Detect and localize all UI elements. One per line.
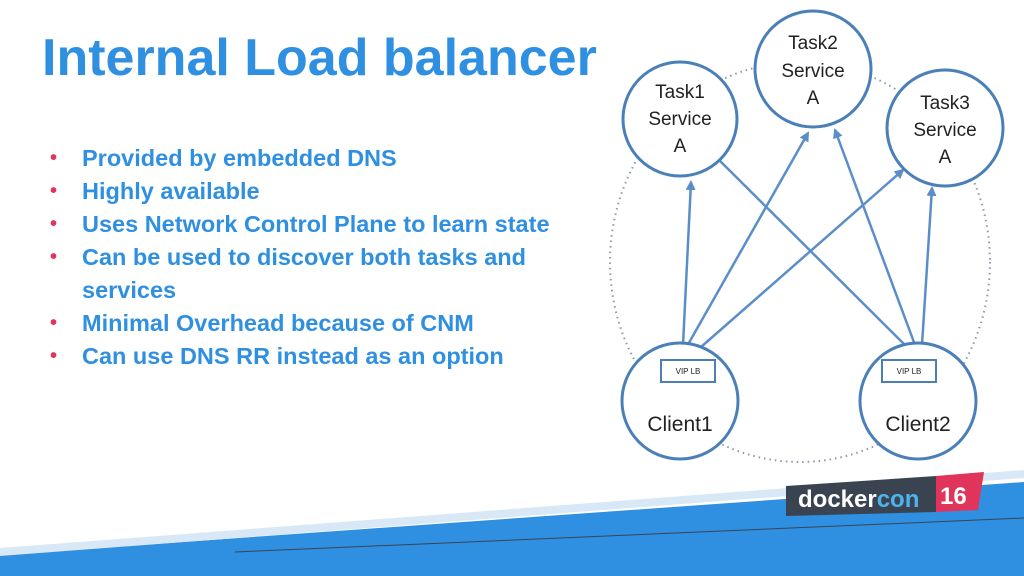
bullet-item: Minimal Overhead because of CNM [46, 307, 606, 340]
arrow-client1-task2 [684, 131, 810, 349]
task-node: Task3 Service A [885, 68, 1005, 188]
bullet-item: Can use DNS RR instead as an option [46, 340, 606, 373]
bullet-list: Provided by embedded DNS Highly availabl… [46, 142, 606, 373]
task-label-line: A [939, 147, 952, 168]
arrow-client2-task2 [833, 128, 917, 346]
client-label: Client1 [647, 413, 712, 436]
bullet-item: Can be used to discover both tasks and s… [46, 241, 606, 307]
task-circle [621, 60, 739, 178]
footer-line [234, 517, 1024, 553]
logo-number: 16 [940, 483, 967, 510]
footer-band [0, 482, 1024, 576]
task-label-line: A [807, 88, 820, 109]
bullet-item: Highly available [46, 175, 606, 208]
task-label-line: A [674, 136, 687, 157]
vip-lb-box [660, 359, 716, 383]
client-node: VIP LB Client1 [620, 341, 740, 461]
arrow-client1-task3 [692, 168, 905, 355]
arrow-client2-task3 [920, 186, 937, 346]
vip-lb-label: VIP LB [676, 367, 701, 376]
bullet-item: Uses Network Control Plane to learn stat… [46, 208, 606, 241]
logo-docker-text: dockercon [798, 486, 919, 513]
slide-title: Internal Load balancer [42, 29, 597, 87]
footer-highlight [0, 470, 1024, 556]
logo-dark-panel [786, 476, 936, 516]
task-node: Task2 Service A [753, 9, 873, 129]
task-label-line: Task3 [920, 93, 970, 114]
task-label-line: Service [913, 120, 976, 141]
vip-lb-box [881, 359, 937, 383]
task-circle [885, 68, 1005, 188]
client-node: VIP LB Client2 [858, 341, 978, 461]
task-label-line: Task1 [655, 82, 705, 103]
task-label-line: Task2 [788, 33, 838, 54]
arrow-client1-task1 [681, 180, 696, 346]
dockercon-logo: dockercon 16 [786, 472, 984, 516]
client-label: Client2 [885, 413, 950, 436]
logo-red-panel [936, 472, 984, 512]
vip-lb-label: VIP LB [897, 367, 922, 376]
arrow-client2-task1 [705, 146, 911, 351]
bullet-item: Provided by embedded DNS [46, 142, 606, 175]
task-label-line: Service [781, 61, 844, 82]
task-label-line: Service [648, 109, 711, 130]
task-node: Task1 Service A [621, 60, 739, 178]
task-circle [753, 9, 873, 129]
